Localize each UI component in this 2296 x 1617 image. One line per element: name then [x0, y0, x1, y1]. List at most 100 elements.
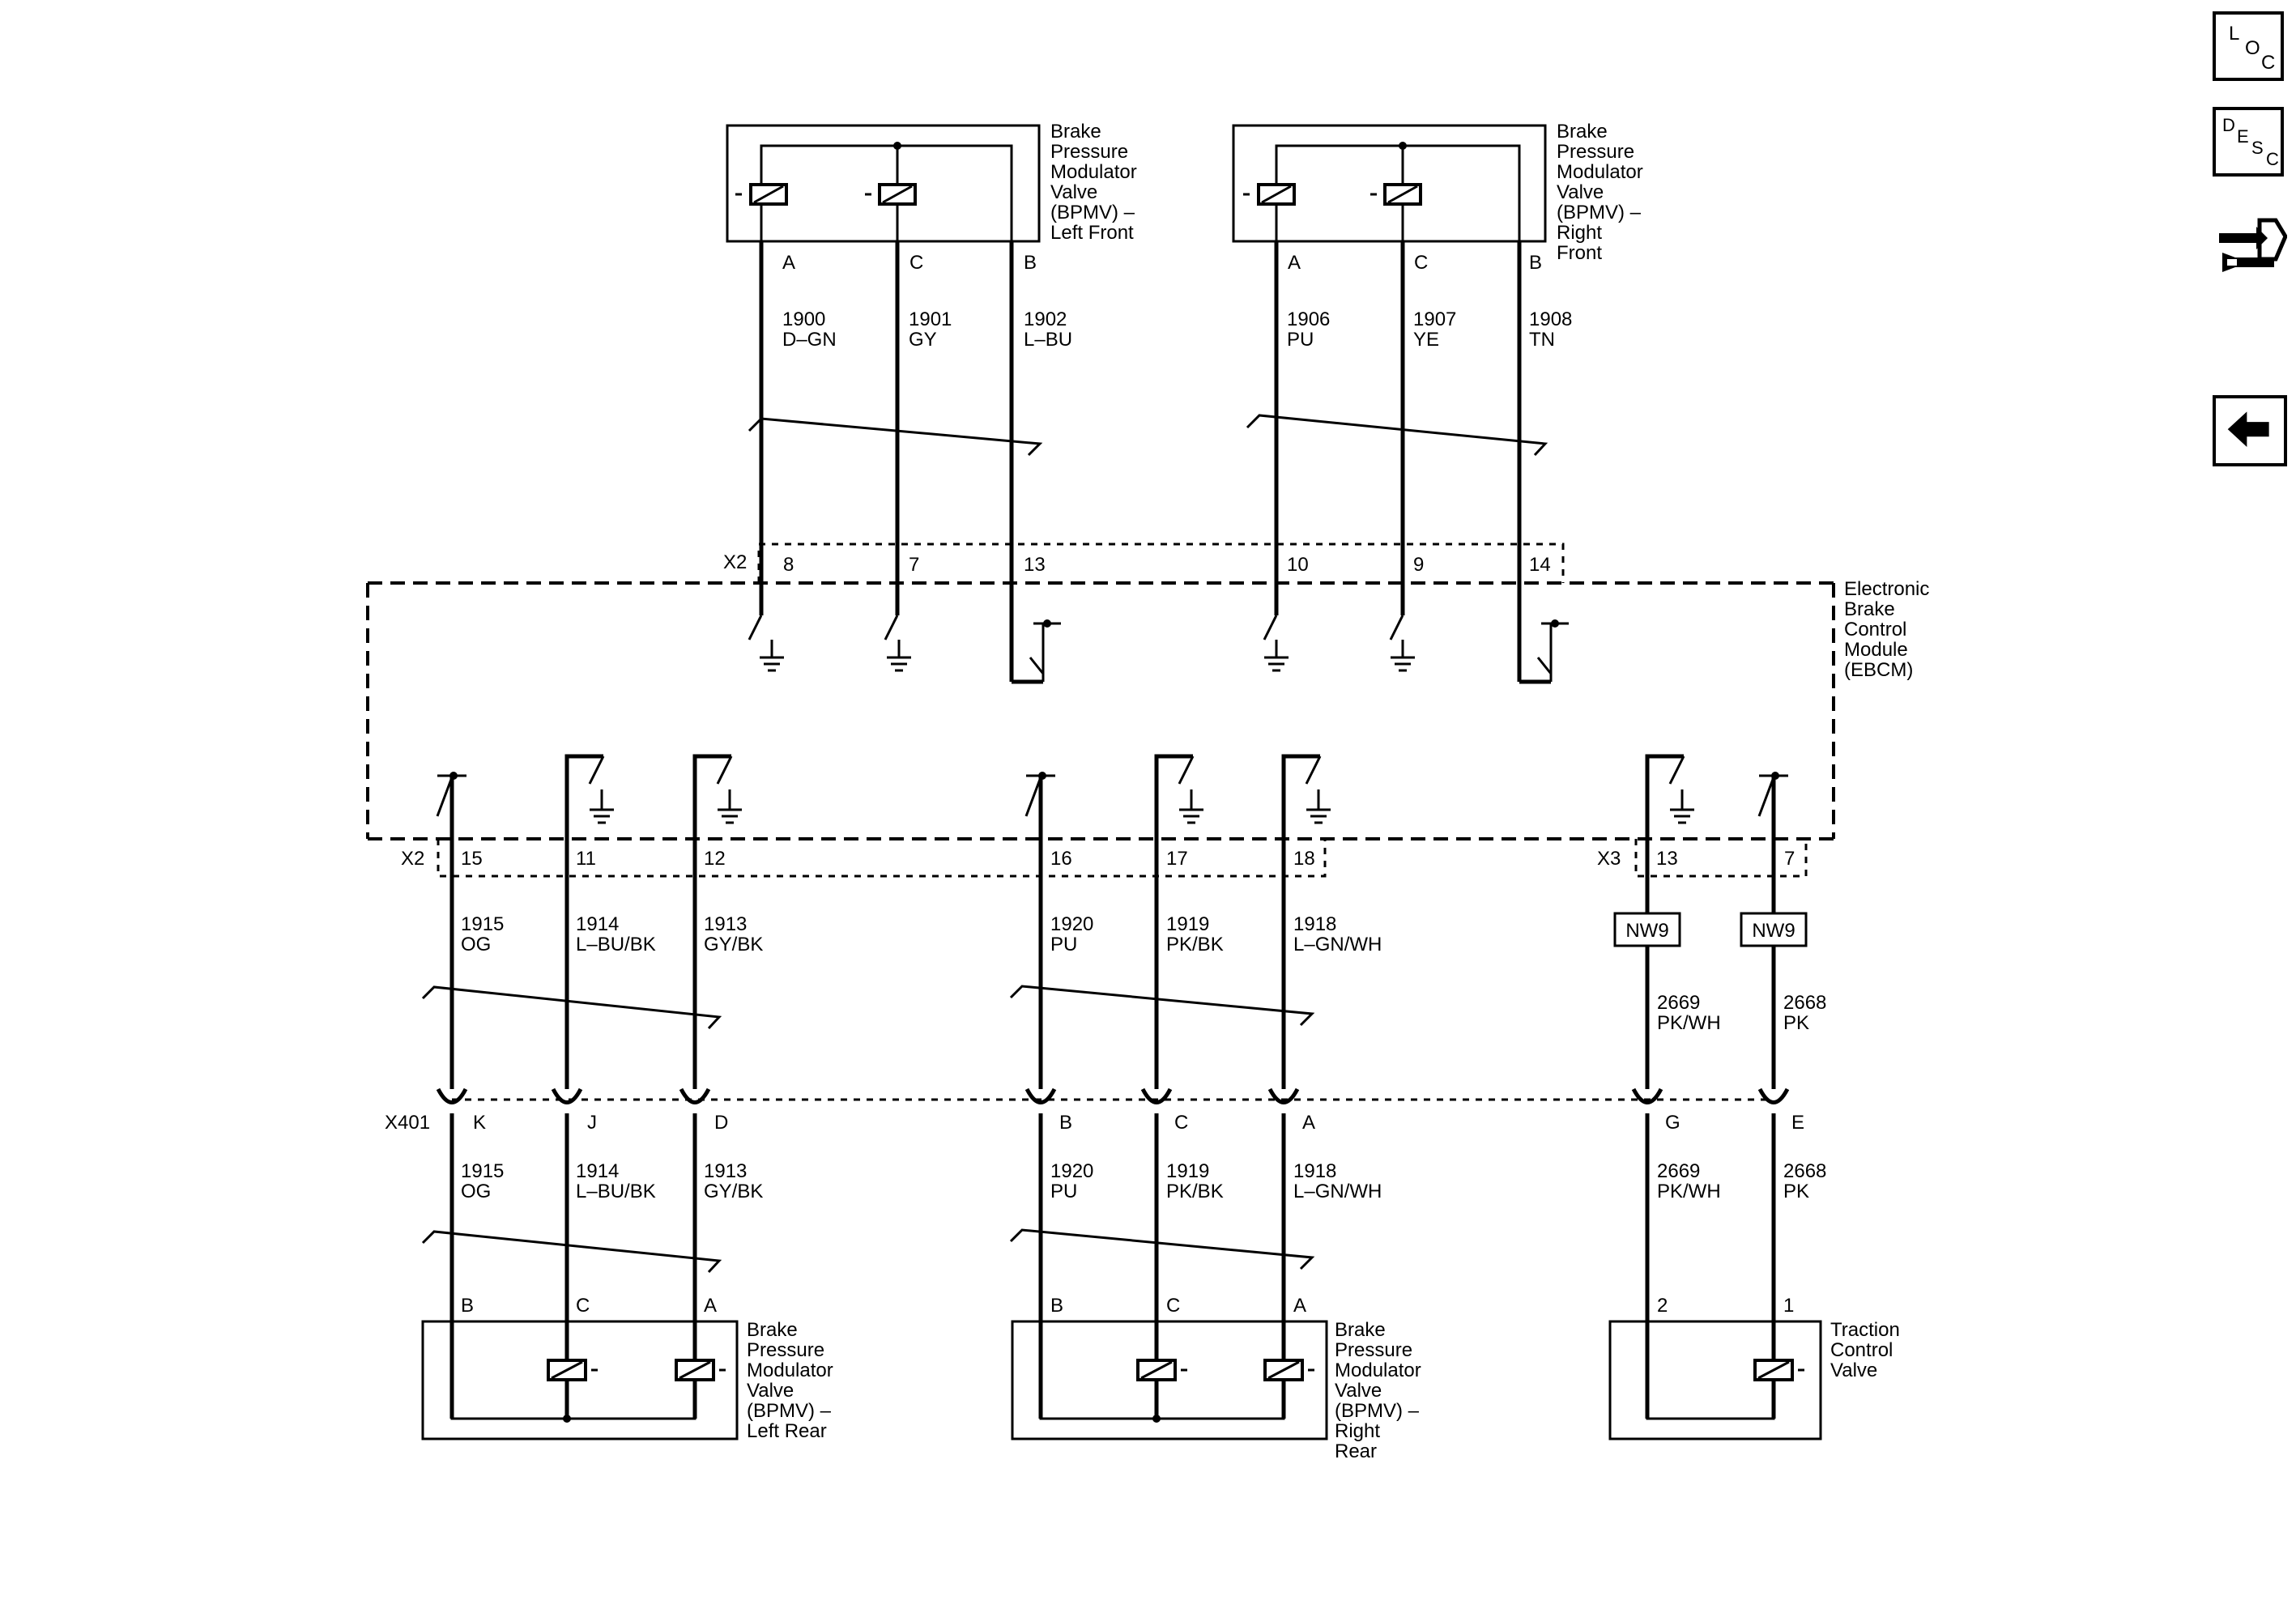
desc-button[interactable]: D E S C: [2213, 107, 2284, 177]
wire-2668-color: PK: [1783, 1012, 1809, 1034]
x2-pin-10: 10: [1287, 554, 1309, 576]
supply-switch-icon: [1519, 619, 1569, 684]
wire-1913-color-lower: GY/BK: [704, 1181, 763, 1202]
bpmv-lf-label-1: Brake: [1050, 121, 1101, 143]
x2-pin-7: 7: [909, 554, 919, 576]
bpmv-lf-label-6: Left Front: [1050, 222, 1134, 244]
ground-switch-icon: [748, 615, 784, 672]
bpmv-lr-pin-c: C: [576, 1295, 590, 1317]
wire-1908-number: 1908: [1529, 309, 1572, 330]
wire-1919-number-lower: 1919: [1166, 1160, 1209, 1182]
tcv-label-2: Control: [1830, 1339, 1893, 1361]
bpmv-rf-label-2: Pressure: [1557, 141, 1634, 163]
supply-switch-icon: [1757, 772, 1788, 818]
x3-pin-7: 7: [1784, 848, 1795, 870]
wire-2669-color-lower: PK/WH: [1657, 1181, 1721, 1202]
x401-pin-j: J: [587, 1112, 597, 1134]
desc-letter-c: C: [2266, 149, 2279, 169]
wire-1906-color: PU: [1287, 329, 1314, 351]
ground-switch-icon: [1263, 615, 1289, 672]
back-button[interactable]: [2213, 395, 2287, 466]
wire-1915-color-lower: OG: [461, 1181, 491, 1202]
x401-pin-d: D: [714, 1112, 728, 1134]
lower-wiring: 1915 OG 1914 L–BU/BK 1913 GY/BK 1920 PU …: [421, 1113, 1826, 1419]
solenoid-icon: [1370, 183, 1422, 206]
wire-1920-color: PU: [1050, 934, 1077, 955]
x401-pin-k: K: [473, 1112, 486, 1134]
connector-wrench-icon: [2219, 218, 2288, 272]
bpmv-rf-pin-b: B: [1529, 252, 1542, 274]
wire-1918-color: L–GN/WH: [1293, 934, 1382, 955]
bpmv-rr-label-5: (BPMV) –: [1335, 1400, 1420, 1422]
wire-1913-number-lower: 1913: [704, 1160, 747, 1182]
harness-break-mark: [1246, 414, 1548, 457]
bpmv-lr-label-1: Brake: [747, 1319, 798, 1341]
bpmv-lf-label-4: Valve: [1050, 181, 1097, 203]
bpmv-right-rear: B C A Brake Pressure Modulator Valve (BP…: [1011, 1295, 1421, 1462]
loc-button[interactable]: L O C: [2213, 11, 2284, 81]
x3-pin-13: 13: [1656, 848, 1678, 870]
wire-1901-color: GY: [909, 329, 937, 351]
x2-bottom-connector: [437, 839, 1327, 878]
ground-switch-icon: [1281, 754, 1331, 842]
ground-switch-icon: [884, 615, 911, 672]
x401-label: X401: [385, 1112, 430, 1134]
bpmv-rf-pin-c: C: [1414, 252, 1428, 274]
supply-switch-icon: [1012, 619, 1061, 684]
wire-1918-number-lower: 1918: [1293, 1160, 1336, 1182]
bpmv-rf-label-1: Brake: [1557, 121, 1608, 143]
bpmv-lf-label-2: Pressure: [1050, 141, 1128, 163]
tcv-pin-1: 1: [1783, 1295, 1794, 1317]
bpmv-lr-label-4: Valve: [747, 1380, 794, 1402]
bpmv-rf-label-5: (BPMV) –: [1557, 202, 1642, 223]
tcv-box: [1608, 1320, 1822, 1440]
x3-connector: [1634, 839, 1808, 878]
tcv-label-1: Traction: [1830, 1319, 1900, 1341]
ground-switch-icon: [564, 754, 614, 842]
bpmv-lr-label-3: Modulator: [747, 1360, 833, 1381]
wire-1919-number: 1919: [1166, 913, 1209, 935]
wire-1920-number: 1920: [1050, 913, 1093, 935]
wire-1914-number: 1914: [576, 913, 619, 935]
connector-cup-icon: [1631, 1087, 1663, 1104]
connector-cup-icon: [1267, 1087, 1300, 1104]
harness-break-mark: [1009, 1228, 1315, 1270]
ground-switch-icon: [1645, 754, 1694, 842]
wire-1914-color: L–BU/BK: [576, 934, 656, 955]
x2-top-connector: [757, 543, 1565, 583]
ebcm-label-1: Electronic: [1844, 578, 1929, 600]
bpmv-left-front-box: [726, 124, 1041, 243]
x2-top-label: X2: [723, 551, 747, 573]
bpmv-rf-splice-dot: [1399, 142, 1407, 150]
wire-2669-number: 2669: [1657, 992, 1700, 1014]
x3-label: X3: [1597, 848, 1621, 870]
x2-pin-12: 12: [704, 848, 726, 870]
connector-cup-icon: [551, 1087, 583, 1104]
wire-1915-number: 1915: [461, 913, 504, 935]
wire-2668-number-lower: 2668: [1783, 1160, 1826, 1182]
bpmv-lr-pin-a: A: [704, 1295, 717, 1317]
wire-1908-color: TN: [1529, 329, 1555, 351]
x2-pin-13: 13: [1024, 554, 1046, 576]
tcv-label-3: Valve: [1830, 1360, 1877, 1381]
x2-pin-8: 8: [783, 554, 794, 576]
wire-2668-color-lower: PK: [1783, 1181, 1809, 1202]
wire-2669-number-lower: 2669: [1657, 1160, 1700, 1182]
bpmv-left-rear: B C A Brake Pressure Modulator Valve (BP…: [421, 1295, 833, 1442]
solenoid-icon: [1136, 1359, 1191, 1381]
wire-1918-color-lower: L–GN/WH: [1293, 1181, 1382, 1202]
wire-1914-number-lower: 1914: [576, 1160, 619, 1182]
diagnostic-connector-icon[interactable]: [2211, 209, 2288, 282]
x2-pin-15: 15: [461, 848, 483, 870]
ebcm-label-5: (EBCM): [1844, 659, 1913, 681]
bpmv-rr-label-7: Rear: [1335, 1440, 1377, 1462]
solenoid-icon: [1263, 1359, 1318, 1381]
bpmv-rr-label-2: Pressure: [1335, 1339, 1412, 1361]
x401-pin-e: E: [1791, 1112, 1804, 1134]
ground-switch-icon: [692, 754, 742, 842]
tcv-pin-2: 2: [1657, 1295, 1668, 1317]
bpmv-rr-label-4: Valve: [1335, 1380, 1382, 1402]
wire-1907-number: 1907: [1413, 309, 1456, 330]
